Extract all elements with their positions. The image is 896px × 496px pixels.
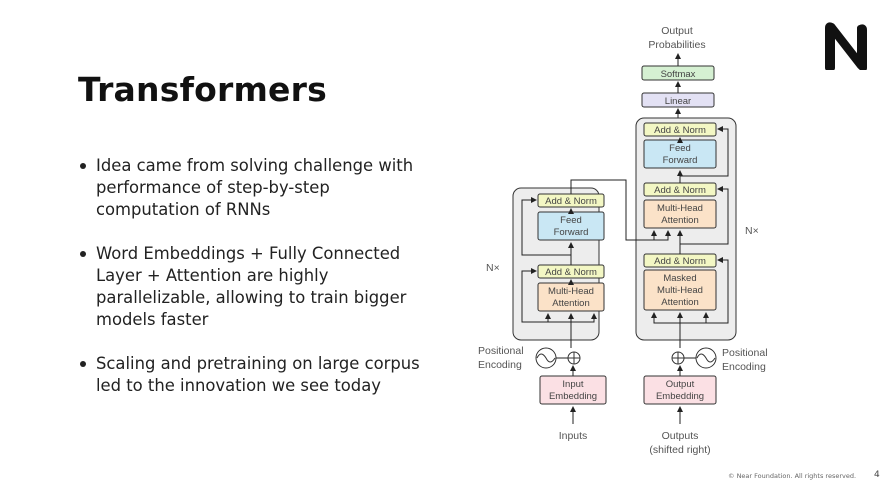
feed-forward-label: Forward [554, 227, 589, 238]
positional-encoding-label: Positional [722, 347, 768, 359]
output-embedding-label: Embedding [656, 391, 704, 402]
page-number: 4 [874, 470, 880, 480]
bullet-item: Word Embeddings + Fully Connected Layer … [78, 243, 423, 331]
transformer-architecture-diagram: Output Probabilities Softmax Linear Add … [478, 25, 768, 456]
encoder-stack [512, 187, 600, 341]
attention-label: Attention [661, 215, 699, 226]
bullet-item: Idea came from solving challenge with pe… [78, 155, 423, 221]
positional-encoding-label: Positional [478, 345, 524, 357]
inputs-label: Inputs [559, 430, 588, 442]
bullet-item: Scaling and pretraining on large corpus … [78, 353, 423, 397]
add-norm-label: Add & Norm [654, 125, 706, 136]
slide-title: Transformers [78, 70, 327, 109]
encoder-nx-label: N× [486, 262, 500, 274]
footer-copyright: © Near Foundation. All rights reserved. [728, 472, 857, 480]
decoder-nx-label: N× [745, 225, 759, 237]
feed-forward-label: Feed [669, 143, 691, 154]
masked-attention-label: Masked [663, 273, 696, 284]
add-norm-label: Add & Norm [545, 196, 597, 207]
input-embedding-label: Embedding [549, 391, 597, 402]
masked-attention-label: Attention [661, 297, 699, 308]
input-embedding-label: Input [562, 379, 583, 390]
decoder-multi-head-attention [643, 199, 717, 229]
positional-encoding-label: Encoding [722, 361, 766, 373]
near-logo-icon [825, 22, 867, 70]
add-norm-label: Add & Norm [654, 185, 706, 196]
decoder-add-norm-top [643, 122, 717, 137]
softmax-label: Softmax [661, 69, 696, 80]
linear-label: Linear [665, 96, 691, 107]
feed-forward-label: Forward [663, 155, 698, 166]
feed-forward-label: Feed [560, 215, 582, 226]
output-embedding-label: Output [666, 379, 695, 390]
add-norm-label: Add & Norm [545, 267, 597, 278]
decoder-masked-attention [643, 269, 717, 311]
attention-label: Multi-Head [657, 203, 703, 214]
bullet-list: Idea came from solving challenge with pe… [78, 155, 423, 419]
outputs-label: (shifted right) [649, 444, 710, 456]
masked-attention-label: Multi-Head [657, 285, 703, 296]
add-norm-label: Add & Norm [654, 256, 706, 267]
output-probabilities-label: Output [661, 25, 693, 37]
output-probabilities-label: Probabilities [648, 39, 705, 51]
positional-encoding-label: Encoding [478, 359, 522, 371]
attention-label: Attention [552, 298, 590, 309]
outputs-label: Outputs [662, 430, 699, 442]
attention-label: Multi-Head [548, 286, 594, 297]
